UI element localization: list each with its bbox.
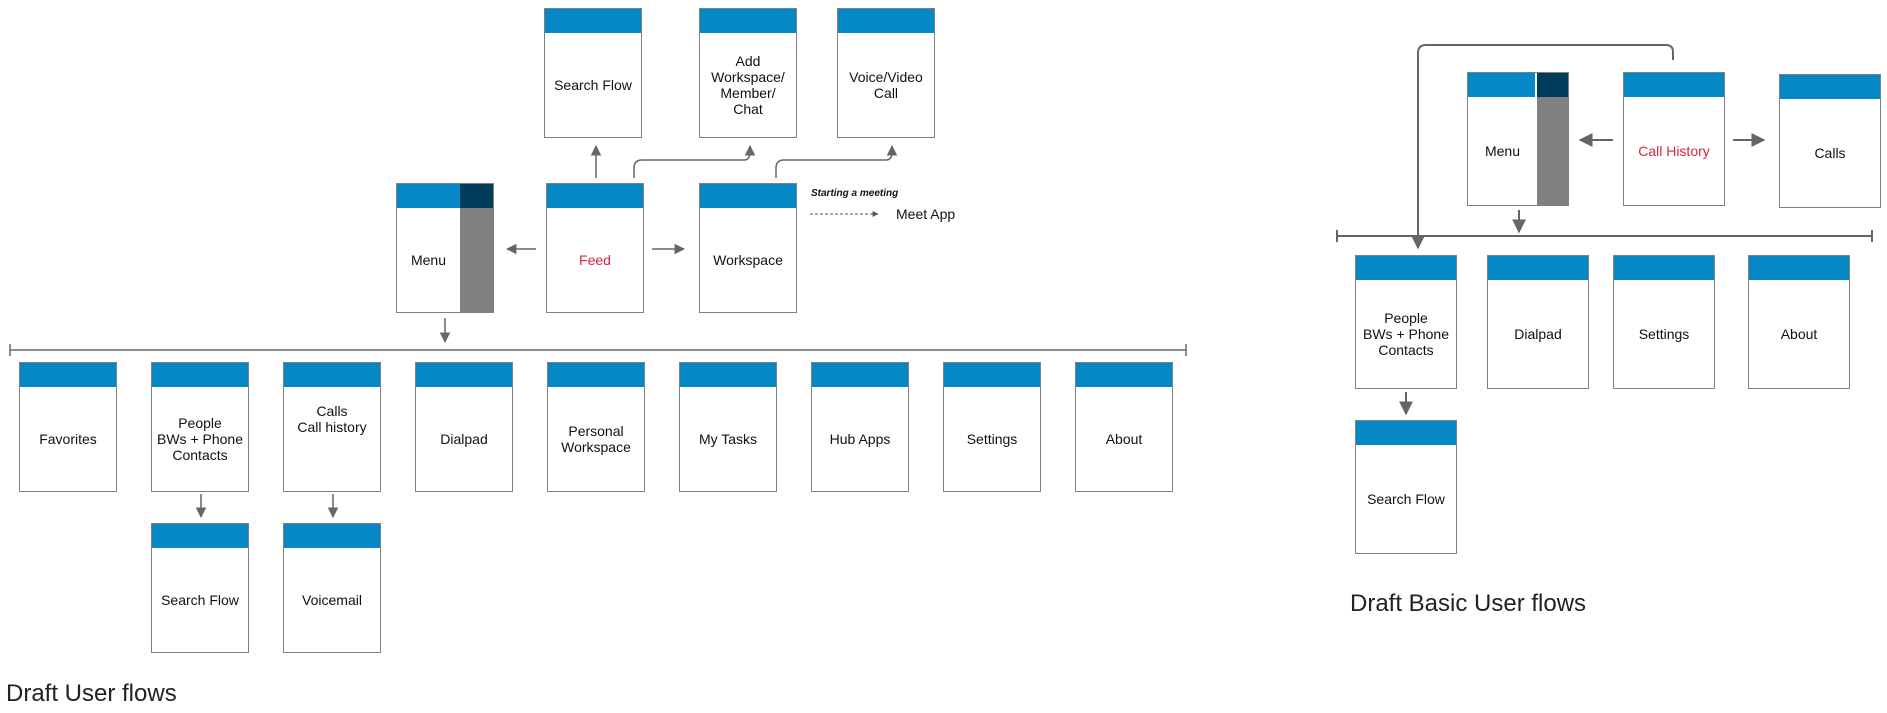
screen-people-basic: People BWs + Phone Contacts (1355, 255, 1457, 389)
screen-label: Calls Call history (297, 403, 367, 435)
screen-hub-apps: Hub Apps (811, 362, 909, 492)
screen-dialpad: Dialpad (415, 362, 513, 492)
screen-label: Dialpad (440, 431, 488, 447)
screen-search-flow-top: Search Flow (544, 8, 642, 138)
screen-workspace: Workspace (699, 183, 797, 313)
left-flow-caption: Draft User flows (6, 680, 177, 707)
screen-label: Search Flow (1367, 491, 1445, 507)
screen-header (547, 184, 643, 208)
screen-label: Hub Apps (829, 431, 891, 447)
screen-header (1749, 256, 1849, 280)
screen-label: Settings (1638, 326, 1690, 342)
screen-header (548, 363, 644, 387)
screen-header (545, 9, 641, 33)
screen-label: Voice/Video Call (849, 69, 923, 101)
screen-search-flow-basic: Search Flow (1355, 420, 1457, 554)
screen-label: Favorites (39, 431, 97, 447)
screen-header (416, 363, 512, 387)
screen-header (1076, 363, 1172, 387)
screen-my-tasks: My Tasks (679, 362, 777, 492)
screen-voice-video-call: Voice/Video Call (837, 8, 935, 138)
screen-calls-basic: Calls (1779, 74, 1881, 208)
screen-feed: Feed (546, 183, 644, 313)
screen-calls: Calls Call history (283, 362, 381, 492)
screen-header (812, 363, 908, 387)
screen-call-history: Call History (1623, 72, 1725, 206)
screen-voicemail: Voicemail (283, 523, 381, 653)
screen-people: People BWs + Phone Contacts (151, 362, 249, 492)
screen-header (680, 363, 776, 387)
screen-header (838, 9, 934, 33)
screen-header (1780, 75, 1880, 99)
screen-favorites: Favorites (19, 362, 117, 492)
screen-header (1468, 73, 1535, 97)
screen-header (1356, 256, 1456, 280)
screen-header (1624, 73, 1724, 97)
screen-label: Search Flow (554, 77, 632, 93)
menu-drawer (1537, 73, 1568, 205)
screen-settings: Settings (943, 362, 1041, 492)
right-flow-caption: Draft Basic User flows (1350, 590, 1587, 617)
screen-add-workspace: Add Workspace/ Member/ Chat (699, 8, 797, 138)
menu-drawer-header (460, 184, 493, 208)
menu-drawer (460, 184, 493, 312)
screen-label: Voicemail (302, 592, 362, 608)
screen-label: Menu (1484, 143, 1521, 159)
screen-header (152, 363, 248, 387)
screen-label: My Tasks (698, 431, 758, 447)
screen-menu-basic: Menu (1467, 72, 1569, 206)
screen-header (1356, 421, 1456, 445)
screen-header (397, 184, 460, 208)
screen-label: Feed (579, 252, 611, 268)
screen-header (700, 9, 796, 33)
screen-header (20, 363, 116, 387)
screen-about-basic: About (1748, 255, 1850, 389)
screen-label: Search Flow (161, 592, 239, 608)
screen-header (700, 184, 796, 208)
screen-header (284, 524, 380, 548)
screen-label: Add Workspace/ Member/ Chat (711, 53, 785, 117)
screen-about: About (1075, 362, 1173, 492)
screen-header (944, 363, 1040, 387)
screen-header (1614, 256, 1714, 280)
screen-search-flow-sub: Search Flow (151, 523, 249, 653)
screen-label: Calls (1814, 145, 1846, 161)
screen-header (284, 363, 380, 387)
screen-label: About (1780, 326, 1818, 342)
screen-label: Dialpad (1514, 326, 1562, 342)
screen-label: People BWs + Phone Contacts (157, 415, 243, 463)
screen-header (1488, 256, 1588, 280)
screen-dialpad-basic: Dialpad (1487, 255, 1589, 389)
screen-label: Personal Workspace (561, 423, 631, 455)
screen-header (152, 524, 248, 548)
screen-label: Workspace (713, 252, 783, 268)
screen-menu: Menu (396, 183, 494, 313)
menu-drawer-header (1537, 73, 1568, 97)
screen-settings-basic: Settings (1613, 255, 1715, 389)
meet-app-label: Meet App (896, 206, 956, 222)
meeting-note: Starting a meeting (811, 188, 899, 199)
screen-label: About (1105, 431, 1143, 447)
screen-label: Menu (410, 252, 447, 268)
screen-label: Call History (1638, 143, 1710, 159)
screen-label: Settings (966, 431, 1018, 447)
screen-label: People BWs + Phone Contacts (1363, 310, 1449, 358)
screen-personal-workspace: Personal Workspace (547, 362, 645, 492)
